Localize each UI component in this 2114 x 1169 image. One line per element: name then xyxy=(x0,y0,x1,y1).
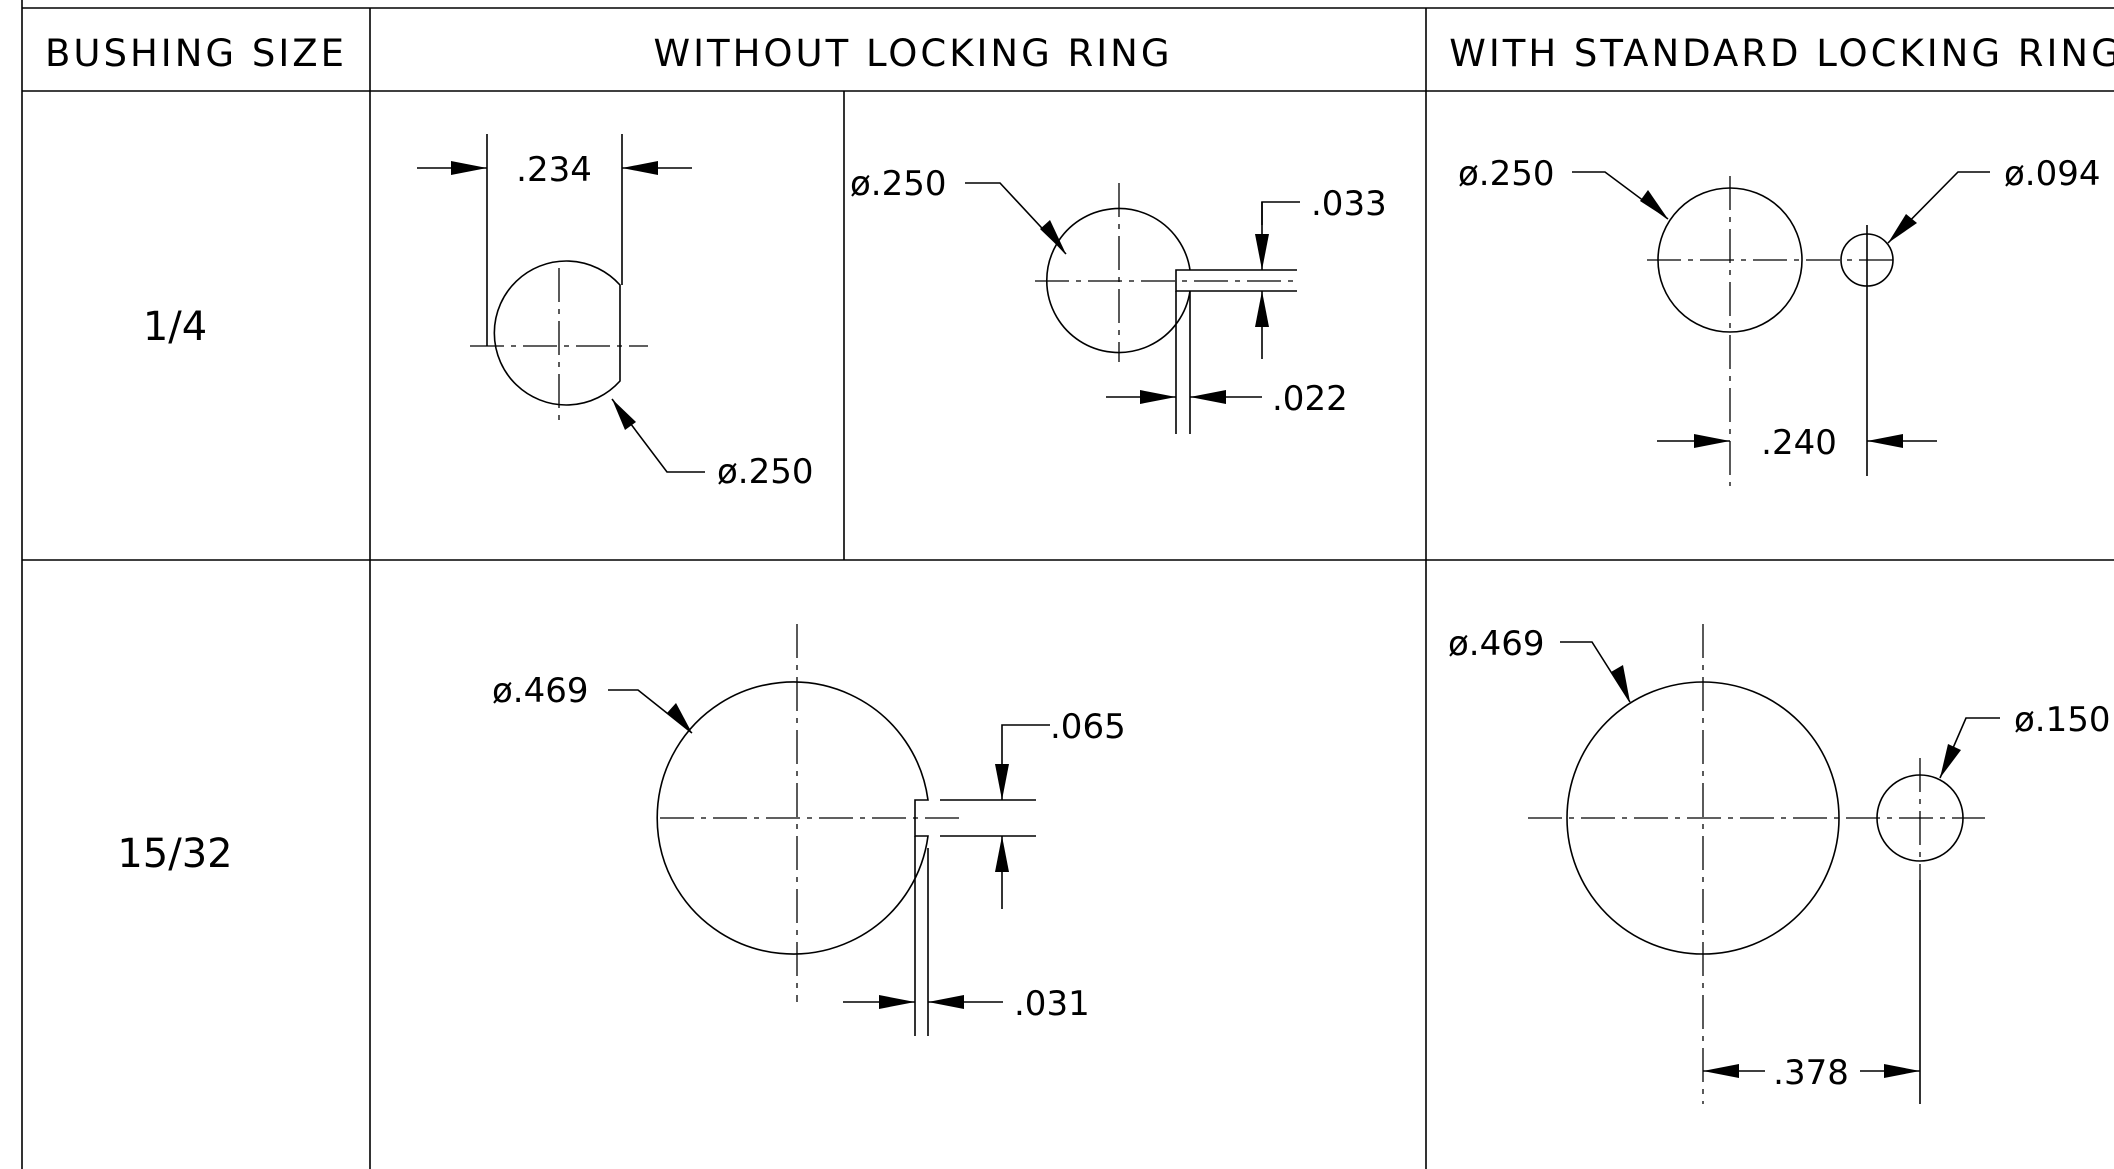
detail-1-4-slotted xyxy=(965,182,1300,434)
header-with-standard-locking-ring: WITH STANDARD LOCKING RING xyxy=(1449,32,2114,75)
detail-1-4-with-ring xyxy=(1572,171,1990,486)
dim-1-4-slot-depth: .022 xyxy=(1272,379,1348,419)
dim-15-32-ring-spacing: .378 xyxy=(1773,1053,1849,1093)
header-bushing-size: BUSHING SIZE xyxy=(45,32,347,75)
row-size-1-4: 1/4 xyxy=(143,304,207,350)
dim-1-4-ring-spacing: .240 xyxy=(1761,423,1837,463)
dim-1-4-flat-diameter: ø.250 xyxy=(717,452,814,492)
dim-1-4-pin-diameter: ø.094 xyxy=(2004,154,2101,194)
dim-15-32-pin-diameter: ø.150 xyxy=(2014,700,2111,740)
dim-15-32-slot-diameter: ø.469 xyxy=(492,671,589,711)
dim-15-32-slot-depth: .031 xyxy=(1014,984,1090,1024)
dim-1-4-ring-diameter: ø.250 xyxy=(1458,154,1555,194)
detail-15-32-slotted xyxy=(608,624,1050,1036)
header-without-locking-ring: WITHOUT LOCKING RING xyxy=(654,32,1173,75)
row-size-15-32: 15/32 xyxy=(117,831,232,877)
detail-15-32-with-ring xyxy=(1528,624,2000,1104)
detail-1-4-flatted xyxy=(417,134,705,473)
dim-1-4-flat-width: .234 xyxy=(516,150,592,190)
dim-1-4-slot-diameter: ø.250 xyxy=(850,164,947,204)
dim-1-4-slot-width: .033 xyxy=(1311,184,1387,224)
table-grid xyxy=(21,0,2114,1169)
dim-15-32-slot-width: .065 xyxy=(1050,707,1126,747)
dim-15-32-ring-diameter: ø.469 xyxy=(1448,624,1545,664)
